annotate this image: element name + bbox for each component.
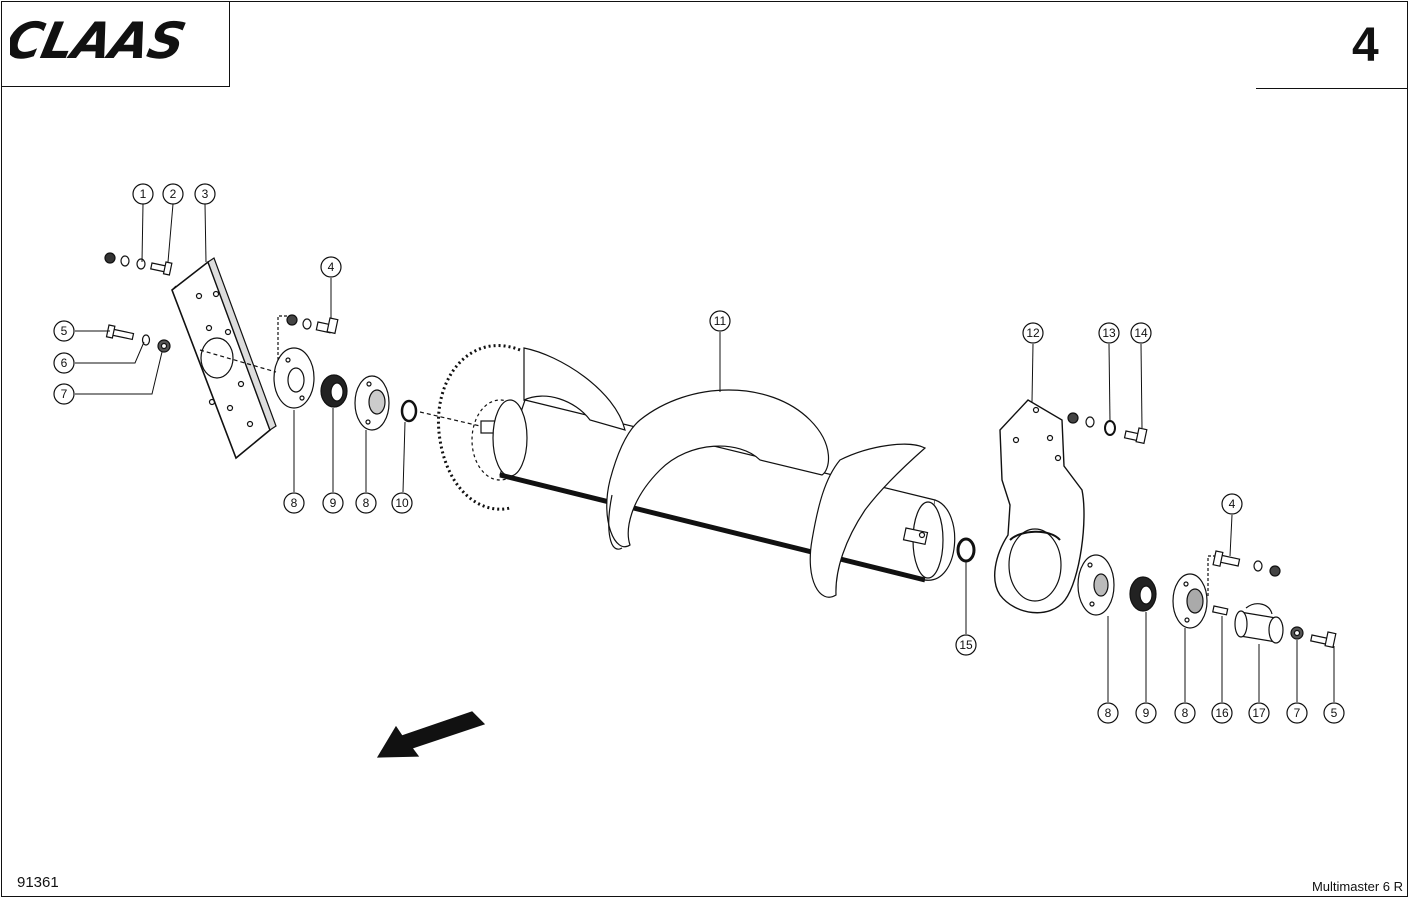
callout-5-right: 5 (1323, 702, 1345, 724)
svg-text:8: 8 (1105, 706, 1112, 720)
callout-3: 3 (194, 183, 216, 205)
callout-6: 6 (53, 352, 75, 374)
lock-washer-right (1290, 626, 1304, 640)
callout-4-lower: 4 (1221, 493, 1243, 515)
svg-text:14: 14 (1134, 326, 1148, 340)
callout-4-upper: 4 (320, 256, 342, 278)
callout-5-left: 5 (53, 320, 75, 342)
callout-1: 1 (132, 183, 154, 205)
coupling-sleeve (1234, 603, 1284, 644)
svg-text:8: 8 (363, 496, 370, 510)
bracket-fasteners (1067, 412, 1148, 445)
svg-text:10: 10 (395, 496, 409, 510)
callout-14: 14 (1130, 322, 1152, 344)
flange-right-b (1172, 573, 1208, 629)
top-left-fasteners (104, 252, 173, 276)
callout-9-a: 9 (322, 492, 344, 514)
svg-text:12: 12 (1026, 326, 1040, 340)
drawing-number: 91361 (17, 874, 59, 891)
retaining-ring (400, 399, 418, 423)
callout-9-b: 9 (1135, 702, 1157, 724)
svg-text:9: 9 (1143, 706, 1150, 720)
callout-markers: 1 2 3 4 5 6 7 8 9 8 10 11 12 13 14 15 4 … (53, 183, 1345, 724)
svg-text:7: 7 (1294, 706, 1301, 720)
auger-flight-right (809, 443, 927, 598)
svg-text:5: 5 (61, 324, 68, 338)
leader-lines (75, 203, 1335, 702)
svg-text:9: 9 (330, 496, 337, 510)
callout-2: 2 (162, 183, 184, 205)
svg-text:CLAAS: CLAAS (10, 16, 190, 64)
callout-15: 15 (955, 634, 977, 656)
flange-left (273, 347, 315, 409)
callout-7-right: 7 (1286, 702, 1308, 724)
header-rule-left (1, 86, 230, 87)
svg-text:16: 16 (1215, 706, 1229, 720)
page-number: 4 (1352, 19, 1379, 72)
svg-text:13: 13 (1102, 326, 1116, 340)
callout-8-b: 8 (355, 492, 377, 514)
svg-text:4: 4 (328, 260, 335, 274)
spacer-ring (956, 537, 976, 563)
callout-11: 11 (709, 310, 731, 332)
callout-8-d: 8 (1174, 702, 1196, 724)
auger-flight-left (523, 347, 626, 431)
callout-17: 17 (1248, 702, 1270, 724)
auger-flight-center (606, 389, 830, 550)
bearing-right (1129, 576, 1157, 612)
bolt-right (1310, 631, 1337, 649)
header-rule-right (1256, 88, 1408, 89)
sprocket (437, 344, 521, 511)
callout-12: 12 (1022, 322, 1044, 344)
svg-text:11: 11 (714, 314, 727, 328)
flange-right-a (1077, 554, 1115, 616)
callout-13: 13 (1098, 322, 1120, 344)
callout-10: 10 (391, 492, 413, 514)
flange-right-of-bearing (354, 375, 390, 431)
direction-arrow (376, 711, 486, 758)
svg-text:7: 7 (61, 387, 68, 401)
pin (1212, 605, 1229, 616)
svg-text:5: 5 (1331, 706, 1338, 720)
upper-nut-set (277, 314, 339, 360)
claas-logo: CLAAS (10, 16, 190, 64)
svg-text:3: 3 (202, 187, 209, 201)
left-bolt-set (105, 324, 171, 353)
header-divider (229, 1, 230, 87)
lower-right-fasteners (1207, 550, 1281, 596)
callout-16: 16 (1211, 702, 1233, 724)
callout-8-c: 8 (1097, 702, 1119, 724)
mounting-plate (171, 257, 277, 460)
svg-text:17: 17 (1252, 706, 1266, 720)
bearing-left (320, 374, 348, 408)
svg-text:6: 6 (61, 356, 68, 370)
bearing-bracket (994, 399, 1085, 614)
callout-8-a: 8 (283, 492, 305, 514)
svg-text:1: 1 (140, 187, 147, 201)
svg-text:2: 2 (170, 187, 177, 201)
svg-text:8: 8 (291, 496, 298, 510)
svg-text:4: 4 (1229, 497, 1236, 511)
svg-text:8: 8 (1182, 706, 1189, 720)
callout-7-left: 7 (53, 383, 75, 405)
model-name: Multimaster 6 R (1311, 879, 1403, 894)
svg-text:15: 15 (959, 638, 973, 652)
